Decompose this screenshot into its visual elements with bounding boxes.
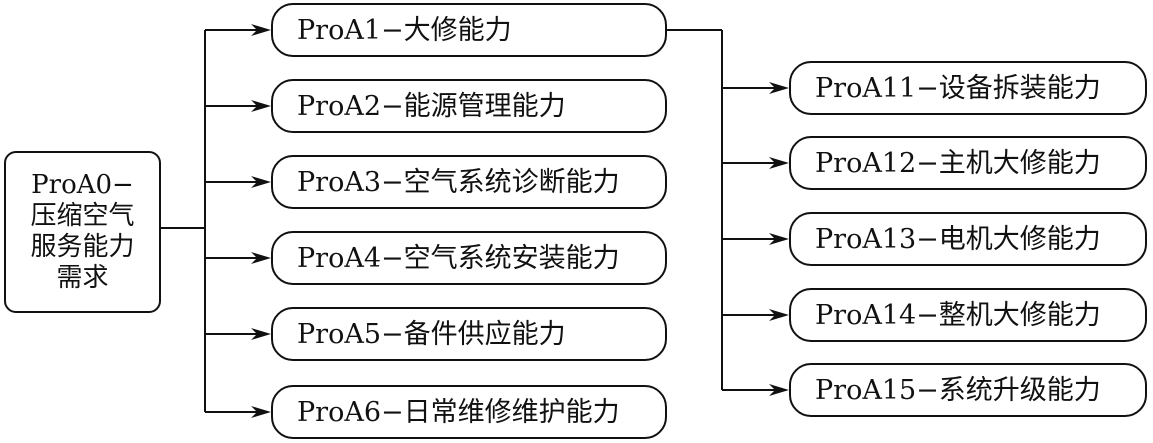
level1-arrowhead	[251, 176, 271, 188]
node-proa6: ProA6−日常维修维护能力	[271, 385, 667, 439]
level2-arrowhead	[769, 157, 789, 169]
node-proa2: ProA2−能源管理能力	[271, 79, 667, 133]
level1-arrowhead	[251, 100, 271, 112]
level1-arrowhead	[251, 252, 271, 264]
node-proa1: ProA1−大修能力	[271, 3, 667, 57]
node-proa5: ProA5−备件供应能力	[271, 307, 667, 361]
level1-arrowhead	[251, 328, 271, 340]
level1-arrowhead	[251, 406, 271, 418]
node-proa3: ProA3−空气系统诊断能力	[271, 155, 667, 209]
root-label-line-4: 需求	[56, 263, 109, 293]
node-proa11: ProA11−设备拆装能力	[789, 61, 1147, 115]
node-proa15: ProA15−系统升级能力	[789, 363, 1147, 417]
node-proa4: ProA4−空气系统安装能力	[271, 231, 667, 285]
node-proa14: ProA14−整机大修能力	[789, 288, 1147, 342]
node-proa13: ProA13−电机大修能力	[789, 212, 1147, 266]
level2-arrowhead	[769, 384, 789, 396]
node-proa12: ProA12−主机大修能力	[789, 136, 1147, 190]
level2-arrowhead	[769, 309, 789, 321]
root-node: ProA0− 压缩空气 服务能力 需求	[4, 151, 161, 313]
root-label-line-2: 压缩空气	[30, 201, 135, 231]
level2-arrowhead	[769, 233, 789, 245]
level1-arrowhead	[251, 24, 271, 36]
root-label-line-3: 服务能力	[30, 232, 135, 262]
root-label-line-1: ProA0−	[31, 170, 134, 200]
level2-arrowhead	[769, 82, 789, 94]
